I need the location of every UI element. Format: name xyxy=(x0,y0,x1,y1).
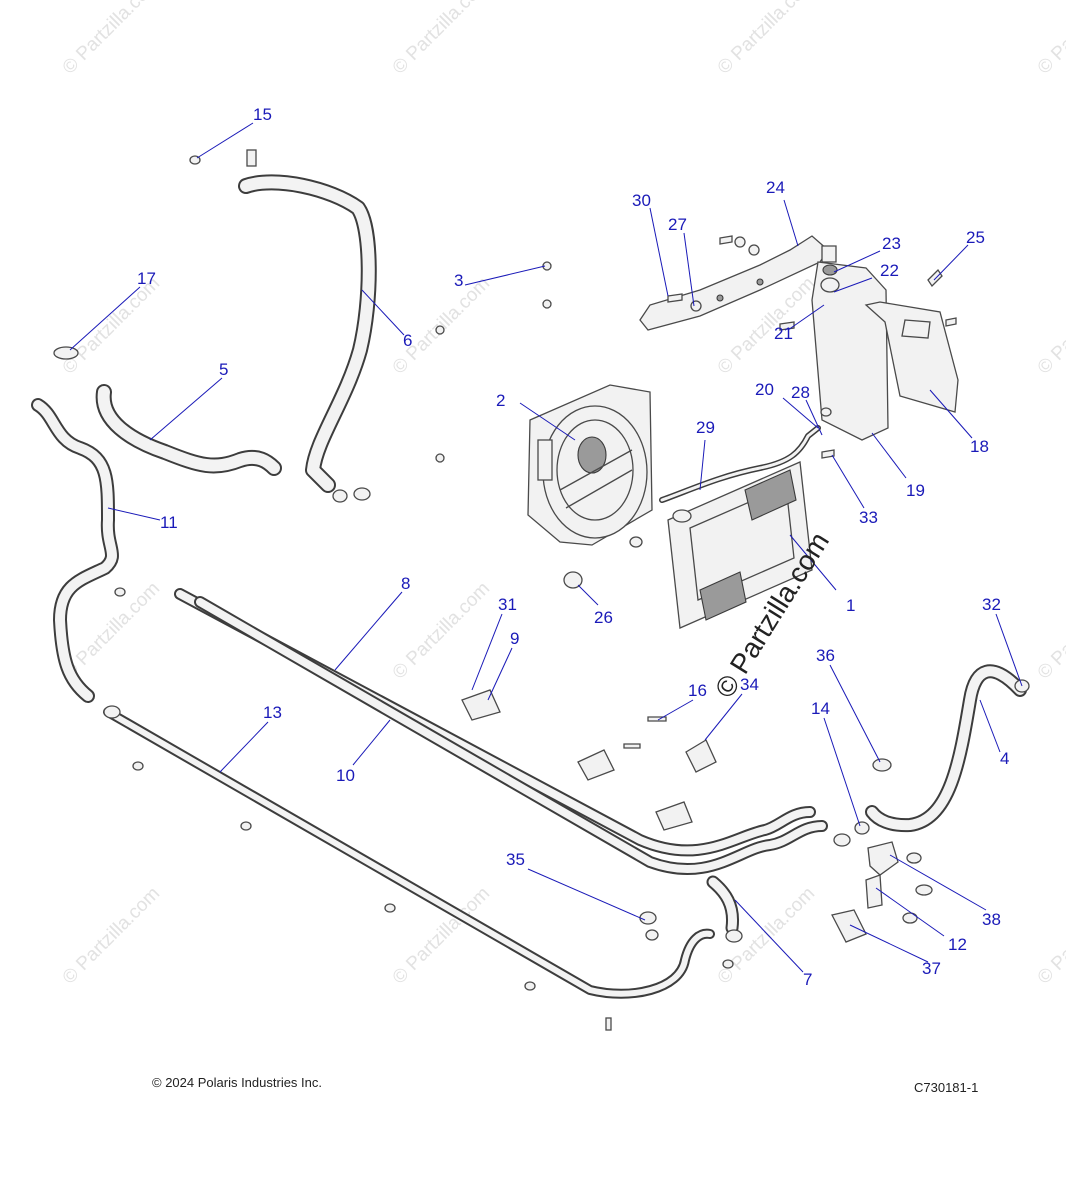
callout-26: 26 xyxy=(594,608,613,627)
callout-11: 11 xyxy=(160,513,178,532)
callout-7: 7 xyxy=(803,970,812,989)
callout-28: 28 xyxy=(791,383,810,402)
callout-15: 15 xyxy=(253,105,272,124)
callout-1: 1 xyxy=(846,596,855,615)
tube-10 xyxy=(194,596,828,876)
leader-lines xyxy=(69,122,1023,973)
callout-24: 24 xyxy=(766,178,785,197)
hardware-clamps xyxy=(53,149,1030,1031)
watermark: © Partzilla.com xyxy=(59,0,164,79)
callout-31: 31 xyxy=(498,595,517,614)
callout-34: 34 xyxy=(740,675,759,694)
hose-4 xyxy=(865,664,1027,833)
callout-5: 5 xyxy=(219,360,228,379)
watermark: © Partzilla.com xyxy=(1034,883,1066,988)
callout-25: 25 xyxy=(966,228,985,247)
callout-14: 14 xyxy=(811,699,830,718)
callout-38: 38 xyxy=(982,910,1001,929)
watermark: © Partzilla.com xyxy=(1034,0,1066,79)
callout-22: 22 xyxy=(880,261,899,280)
callout-16: 16 xyxy=(688,681,707,700)
tube-13 xyxy=(103,707,715,999)
callout-labels: 1 2 3 4 5 6 7 8 9 10 11 12 13 14 15 16 1… xyxy=(137,105,1009,989)
callout-12: 12 xyxy=(948,935,967,954)
tube-8 xyxy=(174,588,816,857)
watermark: © Partzilla.com xyxy=(59,273,164,378)
watermark: © Partzilla.com xyxy=(59,883,164,988)
callout-21: 21 xyxy=(774,324,793,343)
callout-27: 27 xyxy=(668,215,687,234)
watermark: © Partzilla.com xyxy=(389,578,494,683)
callout-3: 3 xyxy=(454,271,463,290)
copyright-text: © 2024 Polaris Industries Inc. xyxy=(152,1075,322,1090)
callout-37: 37 xyxy=(922,959,941,978)
callout-17: 17 xyxy=(137,269,156,288)
bottle-cap xyxy=(820,264,840,293)
callout-29: 29 xyxy=(696,418,715,437)
callout-33: 33 xyxy=(859,508,878,527)
hose-20 xyxy=(659,425,821,503)
callout-19: 19 xyxy=(906,481,925,500)
radiator-bracket xyxy=(639,235,829,331)
callout-9: 9 xyxy=(510,629,519,648)
callout-20: 20 xyxy=(755,380,774,399)
callout-23: 23 xyxy=(882,234,901,253)
callout-18: 18 xyxy=(970,437,989,456)
callout-13: 13 xyxy=(263,703,282,722)
watermark: © Partzilla.com xyxy=(714,0,819,79)
hose-11 xyxy=(31,398,119,703)
hose-7 xyxy=(706,875,740,935)
callout-30: 30 xyxy=(632,191,651,210)
diagram-id: C730181-1 xyxy=(914,1080,979,1095)
hose-5 xyxy=(95,384,282,476)
fan-assembly xyxy=(527,384,653,546)
watermark: © Partzilla.com xyxy=(1034,273,1066,378)
callout-32: 32 xyxy=(982,595,1001,614)
callout-2: 2 xyxy=(496,391,505,410)
callout-35: 35 xyxy=(506,850,525,869)
callout-36: 36 xyxy=(816,646,835,665)
watermark: © Partzilla.com xyxy=(1034,578,1066,683)
hose-6 xyxy=(238,174,377,493)
callout-10: 10 xyxy=(336,766,355,785)
bottle-bracket xyxy=(864,301,959,413)
callout-4: 4 xyxy=(1000,749,1009,768)
callout-8: 8 xyxy=(401,574,410,593)
watermark: © Partzilla.com xyxy=(389,0,494,79)
radiator xyxy=(667,461,813,629)
callout-6: 6 xyxy=(403,331,412,350)
